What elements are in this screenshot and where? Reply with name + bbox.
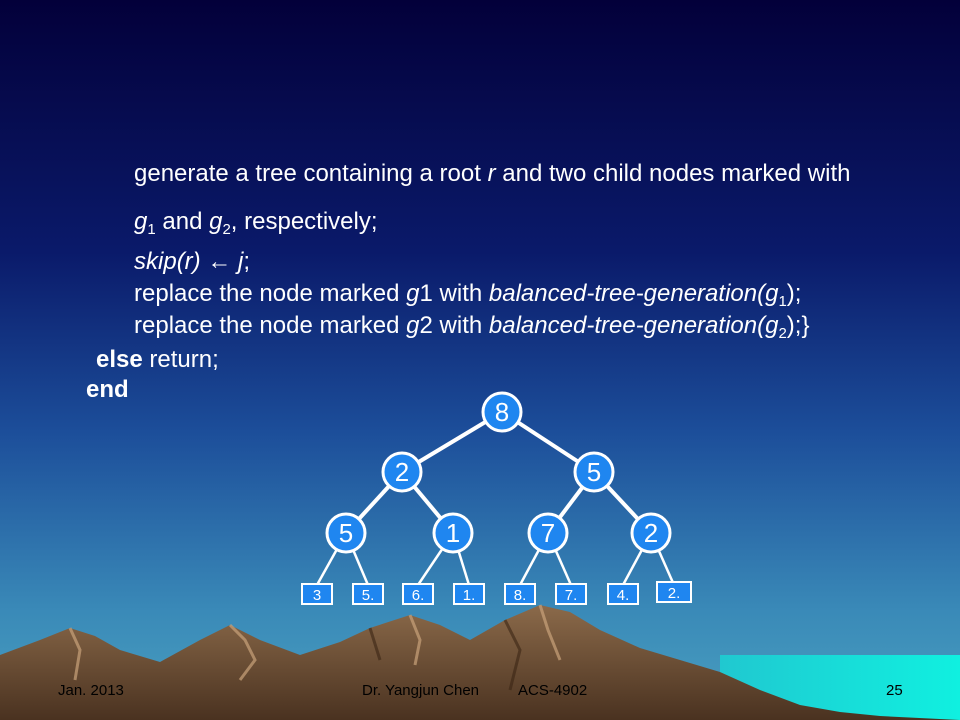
code-var: g <box>134 208 148 235</box>
code-text: 2 with <box>419 312 483 339</box>
code-var: r <box>487 160 496 187</box>
code-var: g <box>209 208 223 235</box>
tree-leaf: 6. <box>402 583 434 605</box>
code-text: ); <box>786 280 802 307</box>
footer-course: ACS-4902 <box>518 682 588 699</box>
leaf-value: 1. <box>463 587 476 604</box>
code-subscript: 2 <box>778 325 787 342</box>
code-fn: skip <box>134 248 177 275</box>
code-text: and <box>162 208 203 235</box>
code-line-3: skip(r) ← j; <box>134 248 250 276</box>
code-fn: balanced-tree-generation <box>488 280 758 307</box>
code-line-4: replace the node marked g1 with balanced… <box>134 280 802 310</box>
tree-leaf: 5. <box>352 583 384 605</box>
tree-leaf: 3 <box>301 583 333 605</box>
tree-node: 2 <box>630 512 672 554</box>
code-line-7: end <box>86 376 129 404</box>
node-value: 5 <box>587 457 601 487</box>
tree-node: 2 <box>381 451 423 493</box>
code-line-1: generate a tree containing a root r and … <box>134 160 850 188</box>
footer-author: Dr. Yangjun Chen <box>362 682 480 699</box>
leaf-value: 8. <box>514 587 527 604</box>
code-text: return; <box>149 346 219 373</box>
leaf-value: 2. <box>668 585 681 602</box>
code-text: 1 with <box>419 280 483 307</box>
node-value: 2 <box>644 518 658 548</box>
tree-leaf: 4. <box>607 583 639 605</box>
tree-node: 5 <box>325 512 367 554</box>
code-text: replace the node marked <box>134 280 400 307</box>
code-line-5: replace the node marked g2 with balanced… <box>134 312 810 342</box>
code-var: j <box>238 248 244 275</box>
node-value: 8 <box>495 397 509 427</box>
tree-node-root: 8 <box>481 391 523 433</box>
footer-date: Jan. 2013 <box>58 682 124 699</box>
tree-leaf: 2. <box>656 581 692 603</box>
tree-node: 5 <box>573 451 615 493</box>
node-value: 7 <box>541 518 555 548</box>
node-value: 1 <box>446 518 460 548</box>
code-var: g <box>406 280 420 307</box>
code-text: );} <box>786 312 810 339</box>
assign-arrow-icon: ← <box>207 248 232 275</box>
leaf-value: 6. <box>412 587 425 604</box>
code-fn: balanced-tree-generation <box>488 312 758 339</box>
code-text: , respectively; <box>230 208 378 235</box>
tree-leaf: 8. <box>504 583 536 605</box>
tree-node: 7 <box>527 512 569 554</box>
code-var: g <box>406 312 420 339</box>
page-number: 25 <box>886 682 903 699</box>
node-value: 2 <box>395 457 409 487</box>
leaf-value: 7. <box>565 587 578 604</box>
node-value: 5 <box>339 518 353 548</box>
leaf-value: 4. <box>617 587 630 604</box>
code-text: and two child nodes marked with <box>502 160 851 187</box>
code-text: generate a tree containing a root <box>134 160 481 187</box>
tree-leaf: 7. <box>555 583 587 605</box>
code-keyword: end <box>86 376 129 403</box>
code-line-2: g1 and g2, respectively; <box>134 208 378 238</box>
tree-leaf: 1. <box>453 583 485 605</box>
code-subscript: 2 <box>222 221 231 238</box>
code-var: (g <box>757 312 779 339</box>
code-var: (r) <box>176 248 201 275</box>
code-subscript: 1 <box>778 293 787 310</box>
leaf-value: 3 <box>313 587 321 604</box>
tree-node: 1 <box>432 512 474 554</box>
code-var: (g <box>757 280 779 307</box>
leaf-value: 5. <box>362 587 375 604</box>
code-text: replace the node marked <box>134 312 400 339</box>
code-text: ; <box>243 248 251 275</box>
code-subscript: 1 <box>147 221 156 238</box>
code-keyword: else <box>96 346 143 373</box>
code-line-6: else return; <box>96 346 219 374</box>
